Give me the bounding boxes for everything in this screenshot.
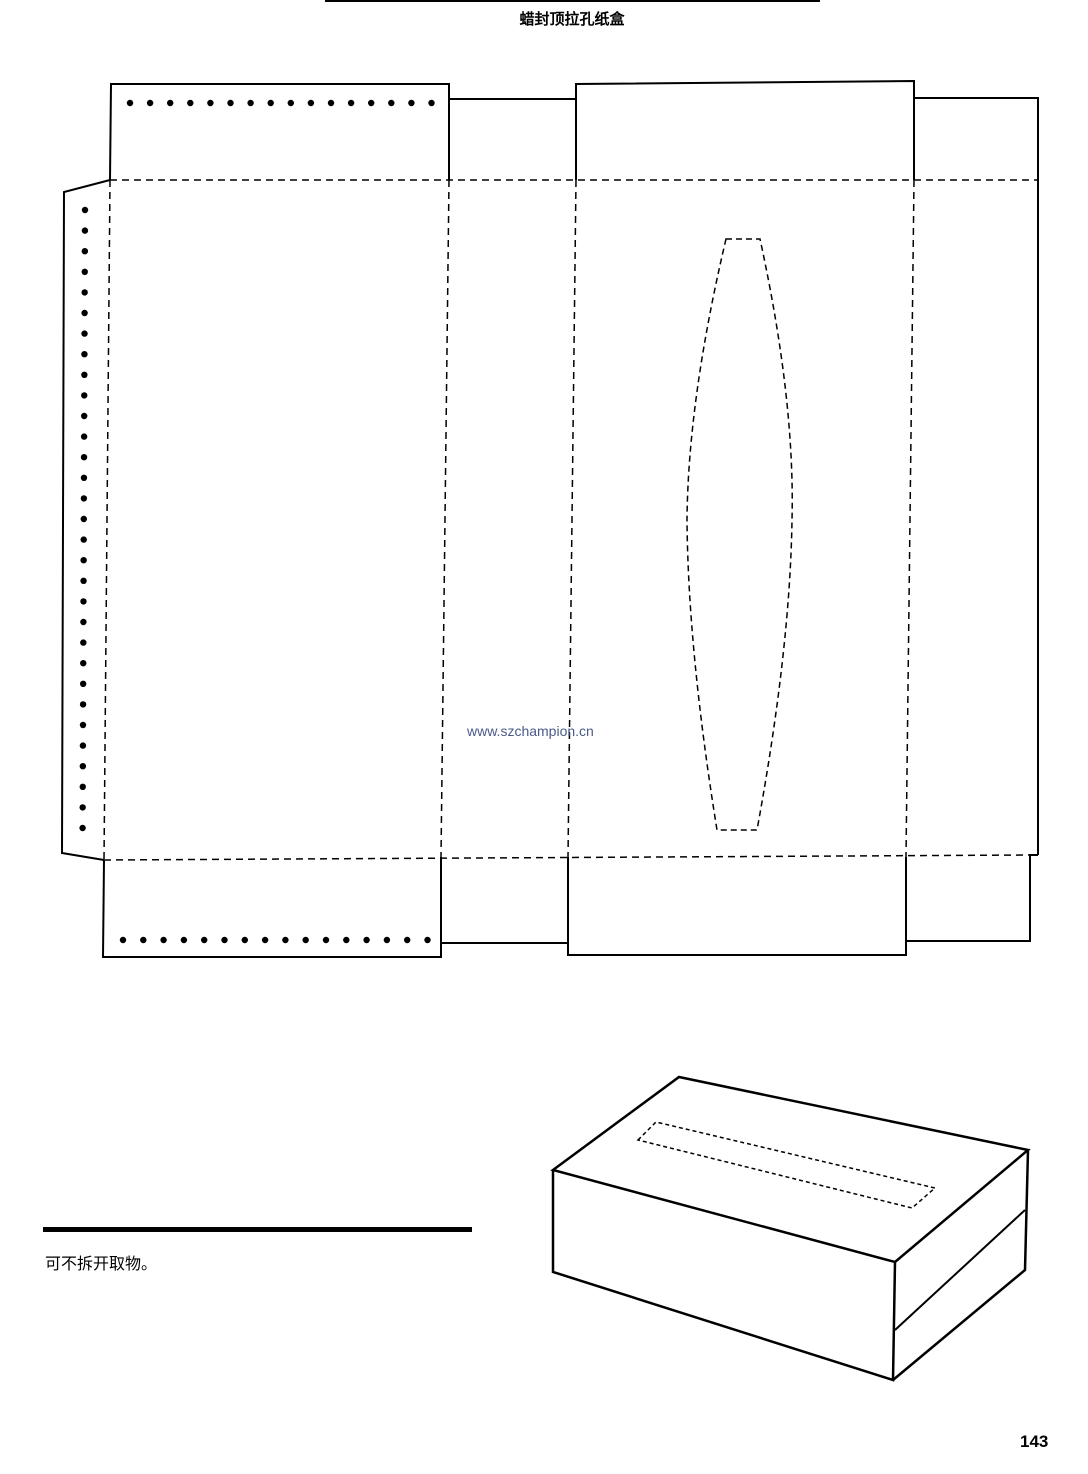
seal-dot [81, 412, 88, 420]
page-number: 143 [1020, 1432, 1049, 1451]
seal-dot [261, 936, 269, 944]
seal-dot [343, 936, 350, 944]
seal-dot [80, 660, 87, 667]
seal-dot [241, 936, 248, 944]
seal-dot [80, 557, 87, 564]
seal-dot [227, 99, 234, 107]
seal-dot [267, 99, 274, 107]
seal-dot [80, 454, 88, 461]
seal-dot [160, 936, 167, 944]
pull-hole-perforation [686, 238, 793, 831]
seal-dot [167, 99, 174, 107]
seal-dot [80, 577, 87, 584]
seal-dot [322, 936, 330, 944]
watermark: www.szchampion.cn [467, 723, 594, 739]
seal-dot [80, 536, 87, 543]
seal-dot [207, 99, 214, 107]
seal-dot [424, 936, 431, 944]
seal-dot [408, 99, 415, 107]
seal-dot [363, 936, 370, 944]
fold-lines [103, 179, 1038, 861]
box-illustration [550, 1075, 1031, 1382]
seal-dot [79, 763, 87, 770]
seal-dot [79, 701, 87, 708]
seal-dot [428, 99, 435, 107]
seal-dot [81, 248, 89, 255]
seal-dot [79, 680, 87, 687]
seal-dot [287, 99, 294, 107]
seal-dot [140, 936, 147, 944]
seal-dot [81, 309, 88, 317]
seal-dot [81, 392, 88, 399]
seal-dot [81, 206, 89, 214]
seal-dot [80, 618, 87, 626]
seal-dot [126, 99, 134, 107]
seal-dot [388, 99, 395, 107]
seal-dot [404, 936, 411, 944]
seal-dot [80, 515, 88, 523]
seal-dot [80, 598, 87, 605]
seal-dot [201, 936, 208, 944]
caption: 可不拆开取物。 [45, 1254, 158, 1273]
seal-dot [146, 99, 154, 107]
solid-cut-lines [60, 79, 1039, 958]
seal-dot [80, 495, 88, 502]
seal-dot [383, 936, 391, 944]
seal-dot [81, 330, 88, 337]
seal-dot [81, 268, 88, 275]
seal-dot [119, 936, 127, 944]
seal-dot [81, 371, 88, 378]
seal-dot [79, 721, 87, 729]
seal-dot [80, 433, 88, 440]
seal-dot [221, 936, 228, 944]
seal-dot [180, 936, 188, 944]
seal-dot [80, 639, 87, 646]
seal-dot [79, 824, 86, 832]
seal-dot [81, 227, 89, 234]
seal-dot [327, 99, 335, 107]
seal-dot [81, 351, 88, 358]
seal-dot [307, 99, 315, 107]
seal-dot [368, 99, 375, 107]
caption-rule [43, 1227, 472, 1232]
page-title: 蜡封顶拉孔纸盒 [519, 10, 625, 28]
seal-dot [187, 99, 194, 107]
seal-dot [79, 804, 86, 811]
seal-dot [302, 936, 309, 944]
seal-dot [79, 783, 86, 790]
seal-dot [80, 474, 88, 481]
seal-dot [282, 936, 289, 944]
header-rule [325, 0, 820, 2]
seal-dots [79, 99, 435, 944]
seal-dot [347, 99, 355, 107]
seal-dot [247, 99, 254, 107]
seal-dot [79, 742, 87, 749]
seal-dot [81, 289, 88, 296]
